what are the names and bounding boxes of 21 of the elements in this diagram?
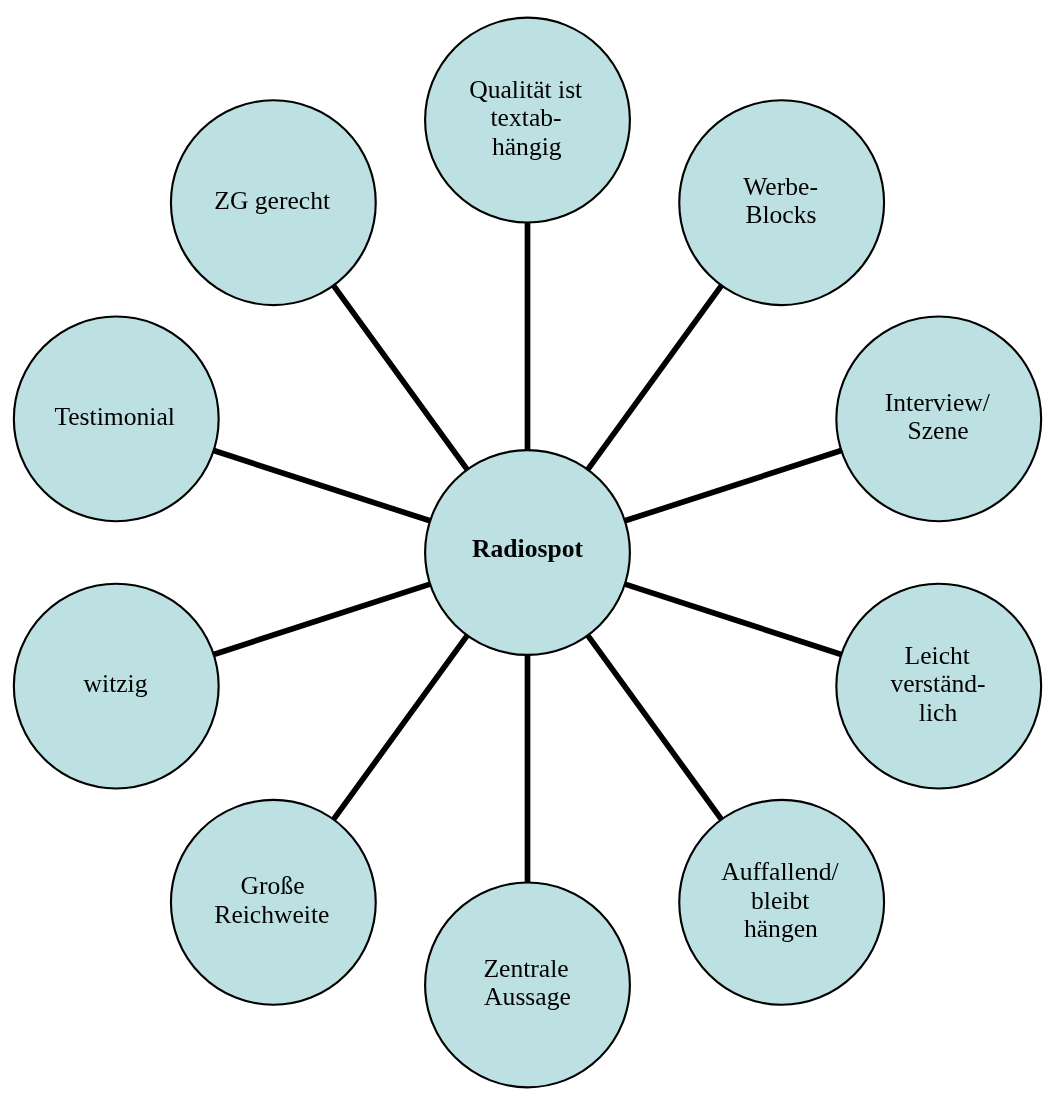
connector (331, 633, 470, 821)
connector (624, 447, 843, 524)
connector (212, 447, 431, 524)
node-circle: Interview/ Szene (835, 314, 1043, 522)
connector (585, 633, 724, 821)
node-circle: Zentrale Aussage (424, 880, 631, 1088)
connector (585, 283, 724, 471)
node-circle: Leicht verständ- lich (835, 582, 1043, 790)
connector (212, 580, 431, 657)
node-circle: Testimonial (12, 314, 220, 522)
node-circle: Radiospot (424, 448, 631, 656)
node-circle: Qualität ist textab- hängig (424, 16, 631, 224)
node-circle: ZG gerecht (169, 98, 377, 306)
node-circle: witzig (12, 582, 220, 790)
node-circle: Auffallend/ bleibt hängen (678, 798, 886, 1006)
connector (524, 654, 531, 882)
connector (331, 283, 470, 471)
node-circle: Werbe- Blocks (678, 98, 886, 306)
node-circle: Große Reichweite (169, 798, 377, 1006)
connector (524, 222, 531, 450)
connector (624, 580, 843, 657)
